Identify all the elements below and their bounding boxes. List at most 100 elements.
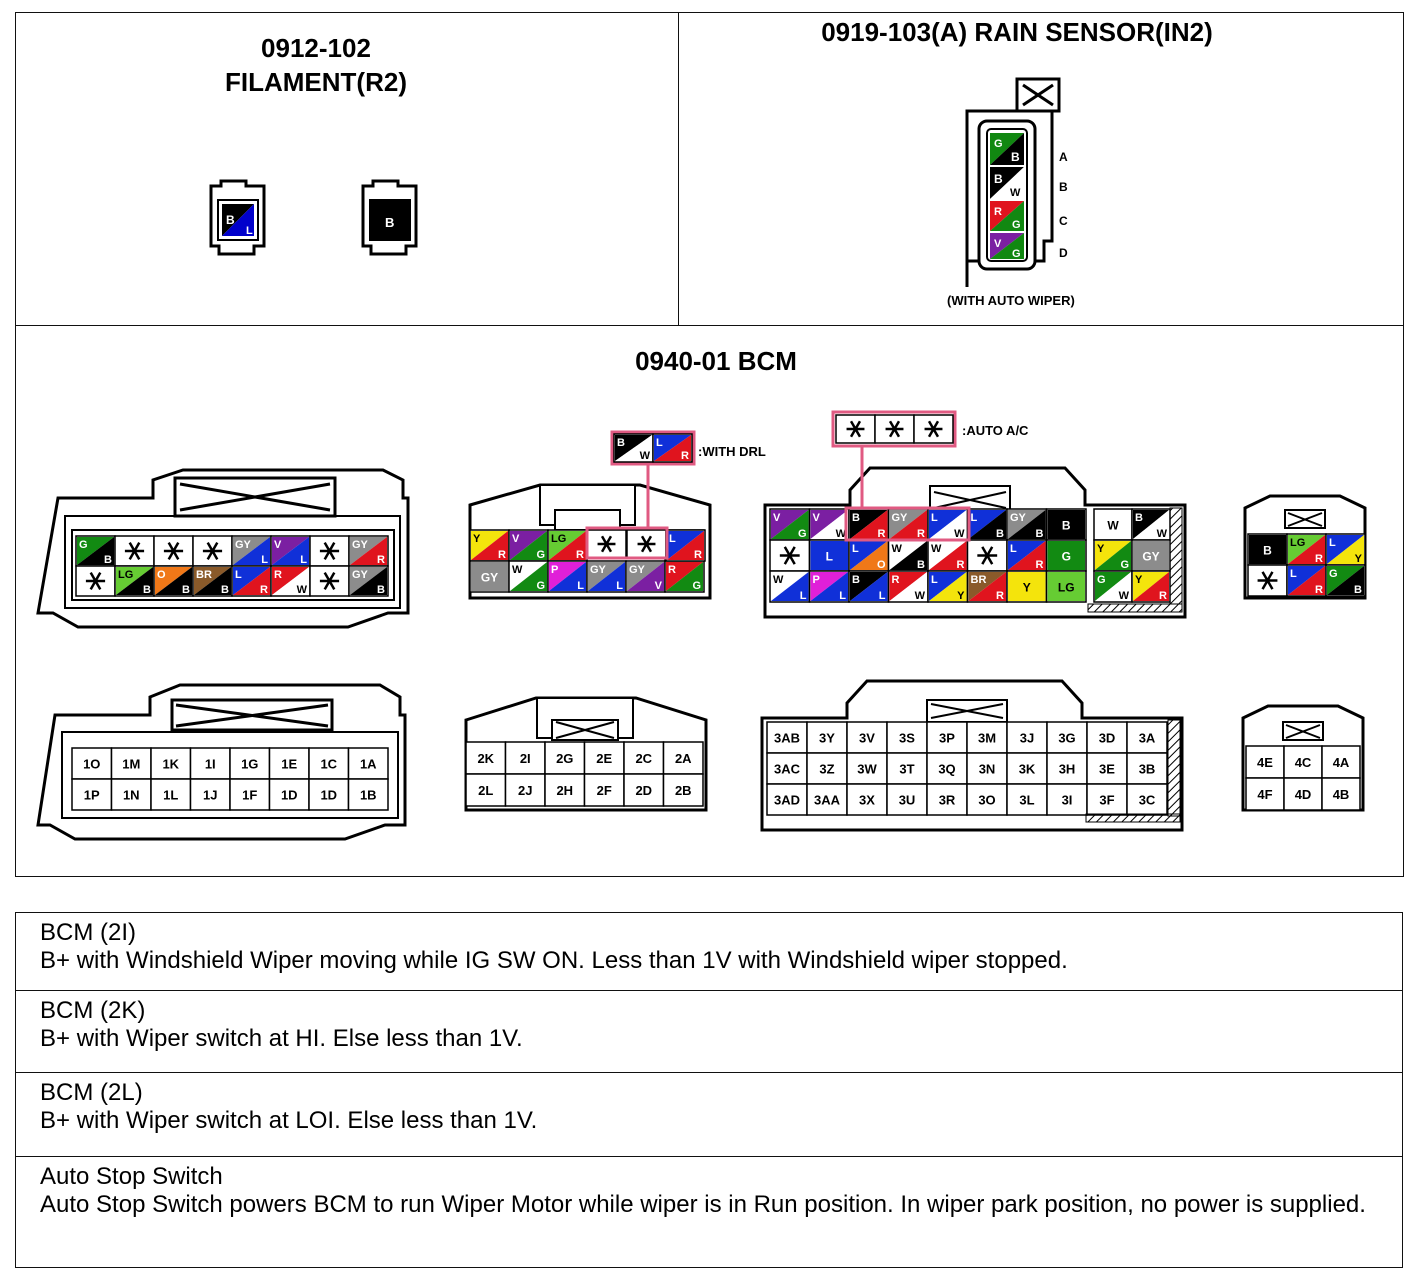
svg-text:3AD: 3AD (774, 793, 800, 808)
drl-pin: BW (613, 433, 654, 463)
svg-text:3O: 3O (978, 793, 995, 808)
svg-text:R: R (878, 528, 886, 540)
svg-text:3U: 3U (899, 793, 916, 808)
svg-text:4B: 4B (1333, 787, 1350, 802)
svg-text:R: R (1036, 559, 1044, 571)
filament-panel: 0912-102 FILAMENT(R2) B L B (15, 12, 679, 326)
bcm-conn3-pin: GW (1093, 570, 1133, 603)
svg-text:R: R (377, 554, 385, 566)
description-heading: BCM (2I) (40, 919, 136, 946)
bcm-pin-label: 4D (1283, 777, 1323, 811)
autoac-note: :AUTO A/C (962, 423, 1029, 438)
svg-text:G: G (692, 580, 701, 592)
description-row: BCM (2L) B+ with Wiper switch at LOI. El… (16, 1073, 1402, 1157)
bcm-title: 0940-01 BCM (635, 346, 797, 376)
svg-text:G: G (1012, 219, 1021, 231)
svg-text:R: R (1315, 553, 1323, 565)
svg-text:G: G (994, 138, 1003, 150)
svg-text:W: W (1107, 519, 1119, 533)
svg-text:R: R (668, 564, 676, 576)
svg-text:W: W (915, 590, 926, 602)
bcm-conn3-pin: LR (1006, 539, 1048, 572)
bcm-conn4-pin: GB (1325, 564, 1366, 597)
svg-text:G: G (536, 549, 545, 561)
svg-text:B: B (377, 584, 385, 596)
bcm-pin-label: 3A (1126, 721, 1168, 754)
svg-text:1N: 1N (123, 788, 140, 803)
bcm-conn1-pin (114, 535, 155, 567)
bcm-pin-label: 3Y (806, 721, 848, 754)
svg-text:W: W (512, 564, 523, 576)
svg-text:3Q: 3Q (938, 762, 955, 777)
svg-text:GY: GY (352, 569, 369, 581)
bcm-conn3-pin: BL (848, 570, 890, 603)
svg-text:G: G (1097, 574, 1106, 586)
svg-text:Y: Y (957, 590, 965, 602)
bcm-color-connector-3: VGVWBRGYRLWLBGYBBLLOWBWRLRGWLPLBLRWLYBRR… (769, 508, 1171, 603)
svg-text:LG: LG (1290, 537, 1305, 549)
bcm-pin-label: 1K (150, 747, 192, 780)
svg-text:W: W (773, 574, 784, 586)
svg-text:GY: GY (352, 539, 369, 551)
description-heading: BCM (2K) (40, 997, 146, 1024)
svg-text:G: G (1329, 568, 1338, 580)
filament-connectors: B L B (209, 179, 418, 256)
bcm-pin-label: 3AA (806, 783, 848, 816)
bcm-pin-label: 1O (71, 747, 113, 780)
bcm-conn3-pin: YG (1093, 539, 1133, 572)
svg-text:B: B (994, 172, 1003, 186)
svg-text:BR: BR (971, 574, 987, 586)
svg-text:2E: 2E (596, 751, 612, 766)
bcm-pin-label: 3AB (766, 721, 808, 754)
svg-text:3R: 3R (939, 793, 956, 808)
svg-text:1F: 1F (242, 788, 257, 803)
rain-pin-label-a: A (1059, 150, 1068, 164)
bcm-conn3-pin: WB (887, 539, 929, 572)
bcm-pin-label: 3V (846, 721, 888, 754)
svg-text:3Y: 3Y (819, 731, 835, 746)
bcm-pin-label: 1L (150, 778, 192, 811)
description-text: B+ with Wiper switch at HI. Else less th… (40, 1025, 523, 1052)
bcm-conn3-pin: RW (887, 570, 929, 603)
bcm-pin-label: 3K (1006, 752, 1048, 785)
bcm-conn3-pin: BR (848, 508, 890, 541)
svg-text:L: L (826, 550, 833, 564)
svg-text:V: V (274, 539, 282, 551)
bcm-pin-label: 2L (465, 773, 507, 807)
bcm-conn3-pin: WL (769, 570, 811, 603)
svg-text:W: W (892, 543, 903, 555)
bcm-pin-label: 1B (347, 778, 389, 811)
svg-text:L: L (852, 543, 859, 555)
bcm-pin-label: 3X (846, 783, 888, 816)
bcm-pin-label: 3U (886, 783, 928, 816)
svg-text:1E: 1E (281, 757, 297, 772)
drl-pin: LR (652, 433, 693, 463)
svg-text:2G: 2G (556, 751, 573, 766)
bcm-color-connector-2: YRVGLGRLRGYWGPLGYLGYVRGLR (469, 529, 706, 593)
svg-text:B: B (1036, 528, 1044, 540)
svg-text:V: V (994, 238, 1002, 250)
bcm-conn3-pin (769, 539, 811, 572)
svg-text:L: L (616, 580, 623, 592)
bcm-pin-label: 2H (544, 773, 586, 807)
svg-text:GY: GY (481, 571, 498, 585)
svg-text:1B: 1B (360, 788, 377, 803)
bcm-conn4-pin (1247, 564, 1288, 597)
bcm-pin-label: 3AD (766, 783, 808, 816)
filament-connector-2: B (361, 179, 418, 256)
svg-text:W: W (954, 528, 965, 540)
svg-text:Y: Y (473, 533, 481, 545)
svg-text:W: W (1010, 187, 1021, 199)
bcm-pin-label: 2A (662, 741, 704, 775)
bcm-conn1-pin (309, 535, 350, 567)
bcm-conn3-pin (966, 539, 1008, 572)
svg-text:GY: GY (235, 539, 252, 551)
bcm-conn3-pin: B (1045, 508, 1087, 541)
svg-text:3V: 3V (859, 731, 875, 746)
svg-text:3T: 3T (899, 762, 914, 777)
description-heading: BCM (2L) (40, 1079, 143, 1106)
svg-text:1O: 1O (83, 757, 100, 772)
svg-text:G: G (798, 528, 807, 540)
bcm-pin-label: 1D (308, 778, 350, 811)
